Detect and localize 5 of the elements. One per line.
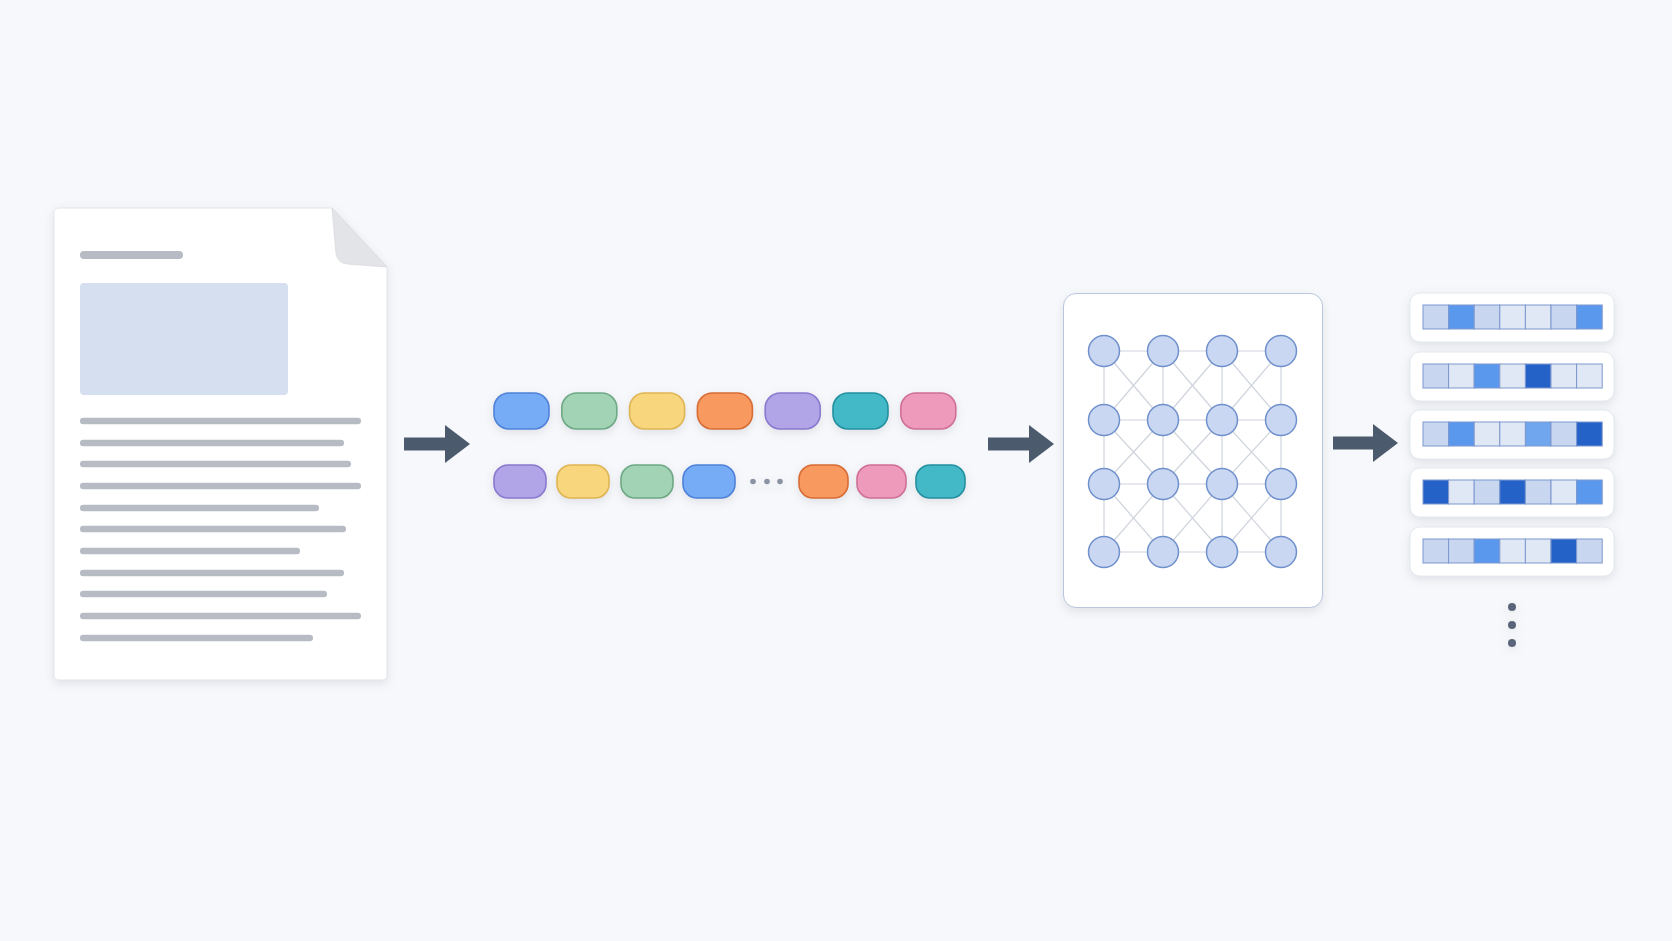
document-illustration	[54, 208, 387, 680]
arrow	[1333, 424, 1398, 462]
embedding-vectors-illustration	[1408, 291, 1618, 649]
arrow	[404, 425, 470, 463]
arrow	[988, 425, 1054, 463]
